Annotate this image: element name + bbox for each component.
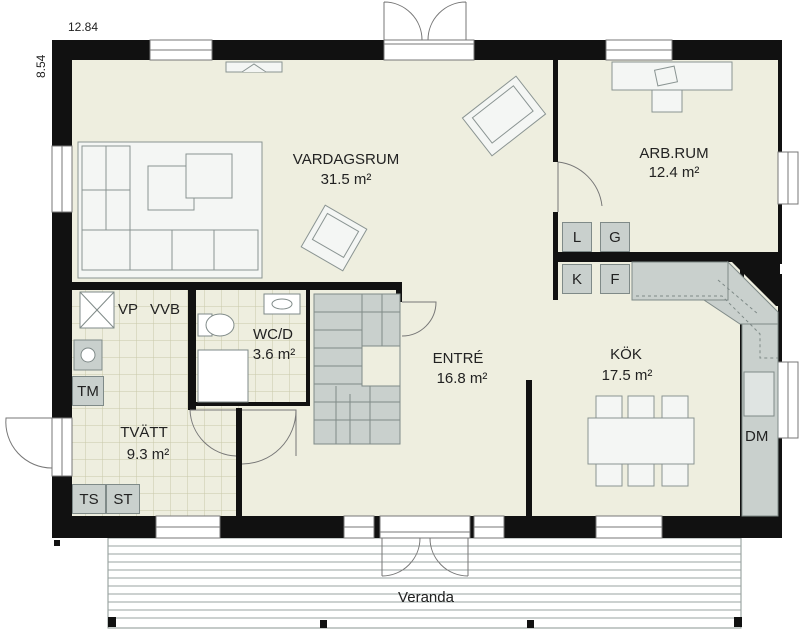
room-arbrum-name: ARB.RUM bbox=[639, 145, 709, 162]
fixture-l: L bbox=[562, 222, 592, 252]
room-vardagsrum-area: 31.5 m² bbox=[320, 171, 372, 188]
room-entre-area: 16.8 m² bbox=[436, 370, 488, 387]
dimension-depth: 8.54 bbox=[34, 54, 48, 78]
floor-white-gap bbox=[780, 264, 784, 274]
garden-doors bbox=[5, 1, 475, 577]
room-tvatt-name: TVÄTT bbox=[120, 424, 168, 441]
office-desk bbox=[611, 61, 733, 113]
fixture-f: F bbox=[600, 264, 630, 294]
bath-fixtures bbox=[73, 291, 301, 403]
fixture-dm: DM bbox=[745, 428, 769, 445]
room-wcd-name: WC/D bbox=[253, 326, 293, 343]
fixture-k: K bbox=[562, 264, 592, 294]
room-tvatt-area: 9.3 m² bbox=[126, 446, 170, 463]
room-kok-name: KÖK bbox=[610, 346, 642, 363]
staircase bbox=[313, 293, 401, 445]
dimension-width: 12.84 bbox=[68, 20, 99, 34]
room-arbrum-area: 12.4 m² bbox=[648, 164, 700, 181]
interior-doors bbox=[189, 161, 603, 465]
fixture-vp: VP bbox=[118, 301, 139, 318]
room-veranda-name: Veranda bbox=[398, 589, 454, 606]
upper-cabinet-lines bbox=[636, 279, 778, 359]
fixture-g: G bbox=[600, 222, 630, 252]
veranda-deck bbox=[54, 537, 742, 629]
kitchen-counters bbox=[631, 260, 779, 517]
room-wcd-area: 3.6 m² bbox=[252, 346, 296, 363]
dining-table bbox=[587, 395, 695, 487]
fixture-vvb: VVB bbox=[150, 301, 181, 318]
room-kok-area: 17.5 m² bbox=[601, 367, 653, 384]
fixture-tm: TM bbox=[72, 376, 104, 406]
fixture-st: ST bbox=[106, 484, 140, 514]
exterior-walls bbox=[52, 40, 782, 538]
fixture-ts: TS bbox=[72, 484, 106, 514]
room-vardagsrum-name: VARDAGSRUM bbox=[292, 151, 400, 168]
room-entre-name: ENTRÉ bbox=[432, 350, 484, 367]
living-room-furniture bbox=[77, 61, 547, 279]
